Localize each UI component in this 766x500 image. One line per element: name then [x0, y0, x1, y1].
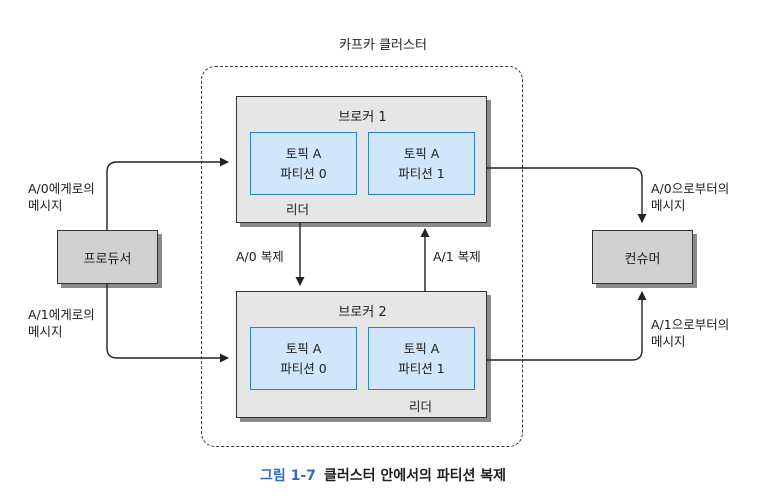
figure-number: 그림 1-7	[260, 468, 316, 484]
figure-caption-text: 클러스터 안에서의 파티션 복제	[323, 468, 506, 484]
broker-1-leader-label: 리더	[286, 202, 310, 217]
broker-1-topic-a-partition-0: 토픽 A 파티션 0	[250, 132, 357, 195]
consumer-node: 컨슈머	[592, 230, 693, 284]
broker-1-title: 브로커 1	[338, 110, 387, 125]
partition-topic-label: 토픽 A	[403, 340, 440, 356]
broker-2-topic-a-partition-0: 토픽 A 파티션 0	[250, 327, 357, 390]
from-a0-message-label: A/0으로부터의 메시지	[651, 180, 729, 214]
broker-1-topic-a-partition-1: 토픽 A 파티션 1	[368, 132, 475, 195]
from-a1-message-label: A/1으로부터의 메시지	[651, 316, 729, 350]
producer-node: 프로듀서	[57, 230, 158, 284]
partition-number-label: 파티션 0	[280, 165, 327, 181]
figure-caption: 그림 1-7 클러스터 안에서의 파티션 복제	[0, 465, 766, 485]
producer-label: 프로듀서	[83, 251, 132, 267]
a1-replication-label: A/1 복제	[433, 249, 481, 264]
broker-1: 브로커 1 토픽 A 파티션 0 토픽 A 파티션 1 리더	[236, 96, 487, 223]
partition-number-label: 파티션 1	[398, 360, 445, 376]
a0-replication-label: A/0 복제	[236, 249, 284, 264]
broker2-to-consumer-arrow	[487, 291, 647, 361]
broker-2-leader-label: 리더	[409, 399, 433, 414]
to-a1-message-label: A/1에게로의 메시지	[28, 306, 95, 340]
from-a1-line2: 메시지	[651, 334, 686, 349]
from-a1-line1: A/1으로부터의	[651, 317, 730, 332]
from-a0-line1: A/0으로부터의	[651, 181, 730, 196]
partition-number-label: 파티션 1	[398, 165, 445, 181]
partition-topic-label: 토픽 A	[403, 145, 440, 161]
to-a0-line1: A/0에게로의	[28, 181, 95, 196]
consumer-label: 컨슈머	[624, 251, 661, 267]
partition-topic-label: 토픽 A	[285, 340, 322, 356]
producer-to-broker2-arrow	[106, 284, 229, 363]
to-a1-line2: 메시지	[28, 324, 63, 339]
to-a0-message-label: A/0에게로의 메시지	[28, 180, 95, 214]
from-a0-line2: 메시지	[651, 198, 686, 213]
broker-2-topic-a-partition-1: 토픽 A 파티션 1	[368, 327, 475, 390]
broker1-to-consumer-arrow	[487, 167, 647, 223]
kafka-cluster-boundary	[201, 66, 523, 447]
producer-to-broker1-arrow	[106, 157, 229, 230]
partition-topic-label: 토픽 A	[285, 145, 322, 161]
to-a1-line1: A/1에게로의	[28, 307, 95, 322]
broker-2-title: 브로커 2	[338, 305, 387, 320]
to-a0-line2: 메시지	[28, 198, 63, 213]
broker-2: 브로커 2 토픽 A 파티션 0 토픽 A 파티션 1 리더	[236, 291, 487, 418]
cluster-title: 카프카 클러스터	[339, 38, 427, 53]
partition-number-label: 파티션 0	[280, 360, 327, 376]
